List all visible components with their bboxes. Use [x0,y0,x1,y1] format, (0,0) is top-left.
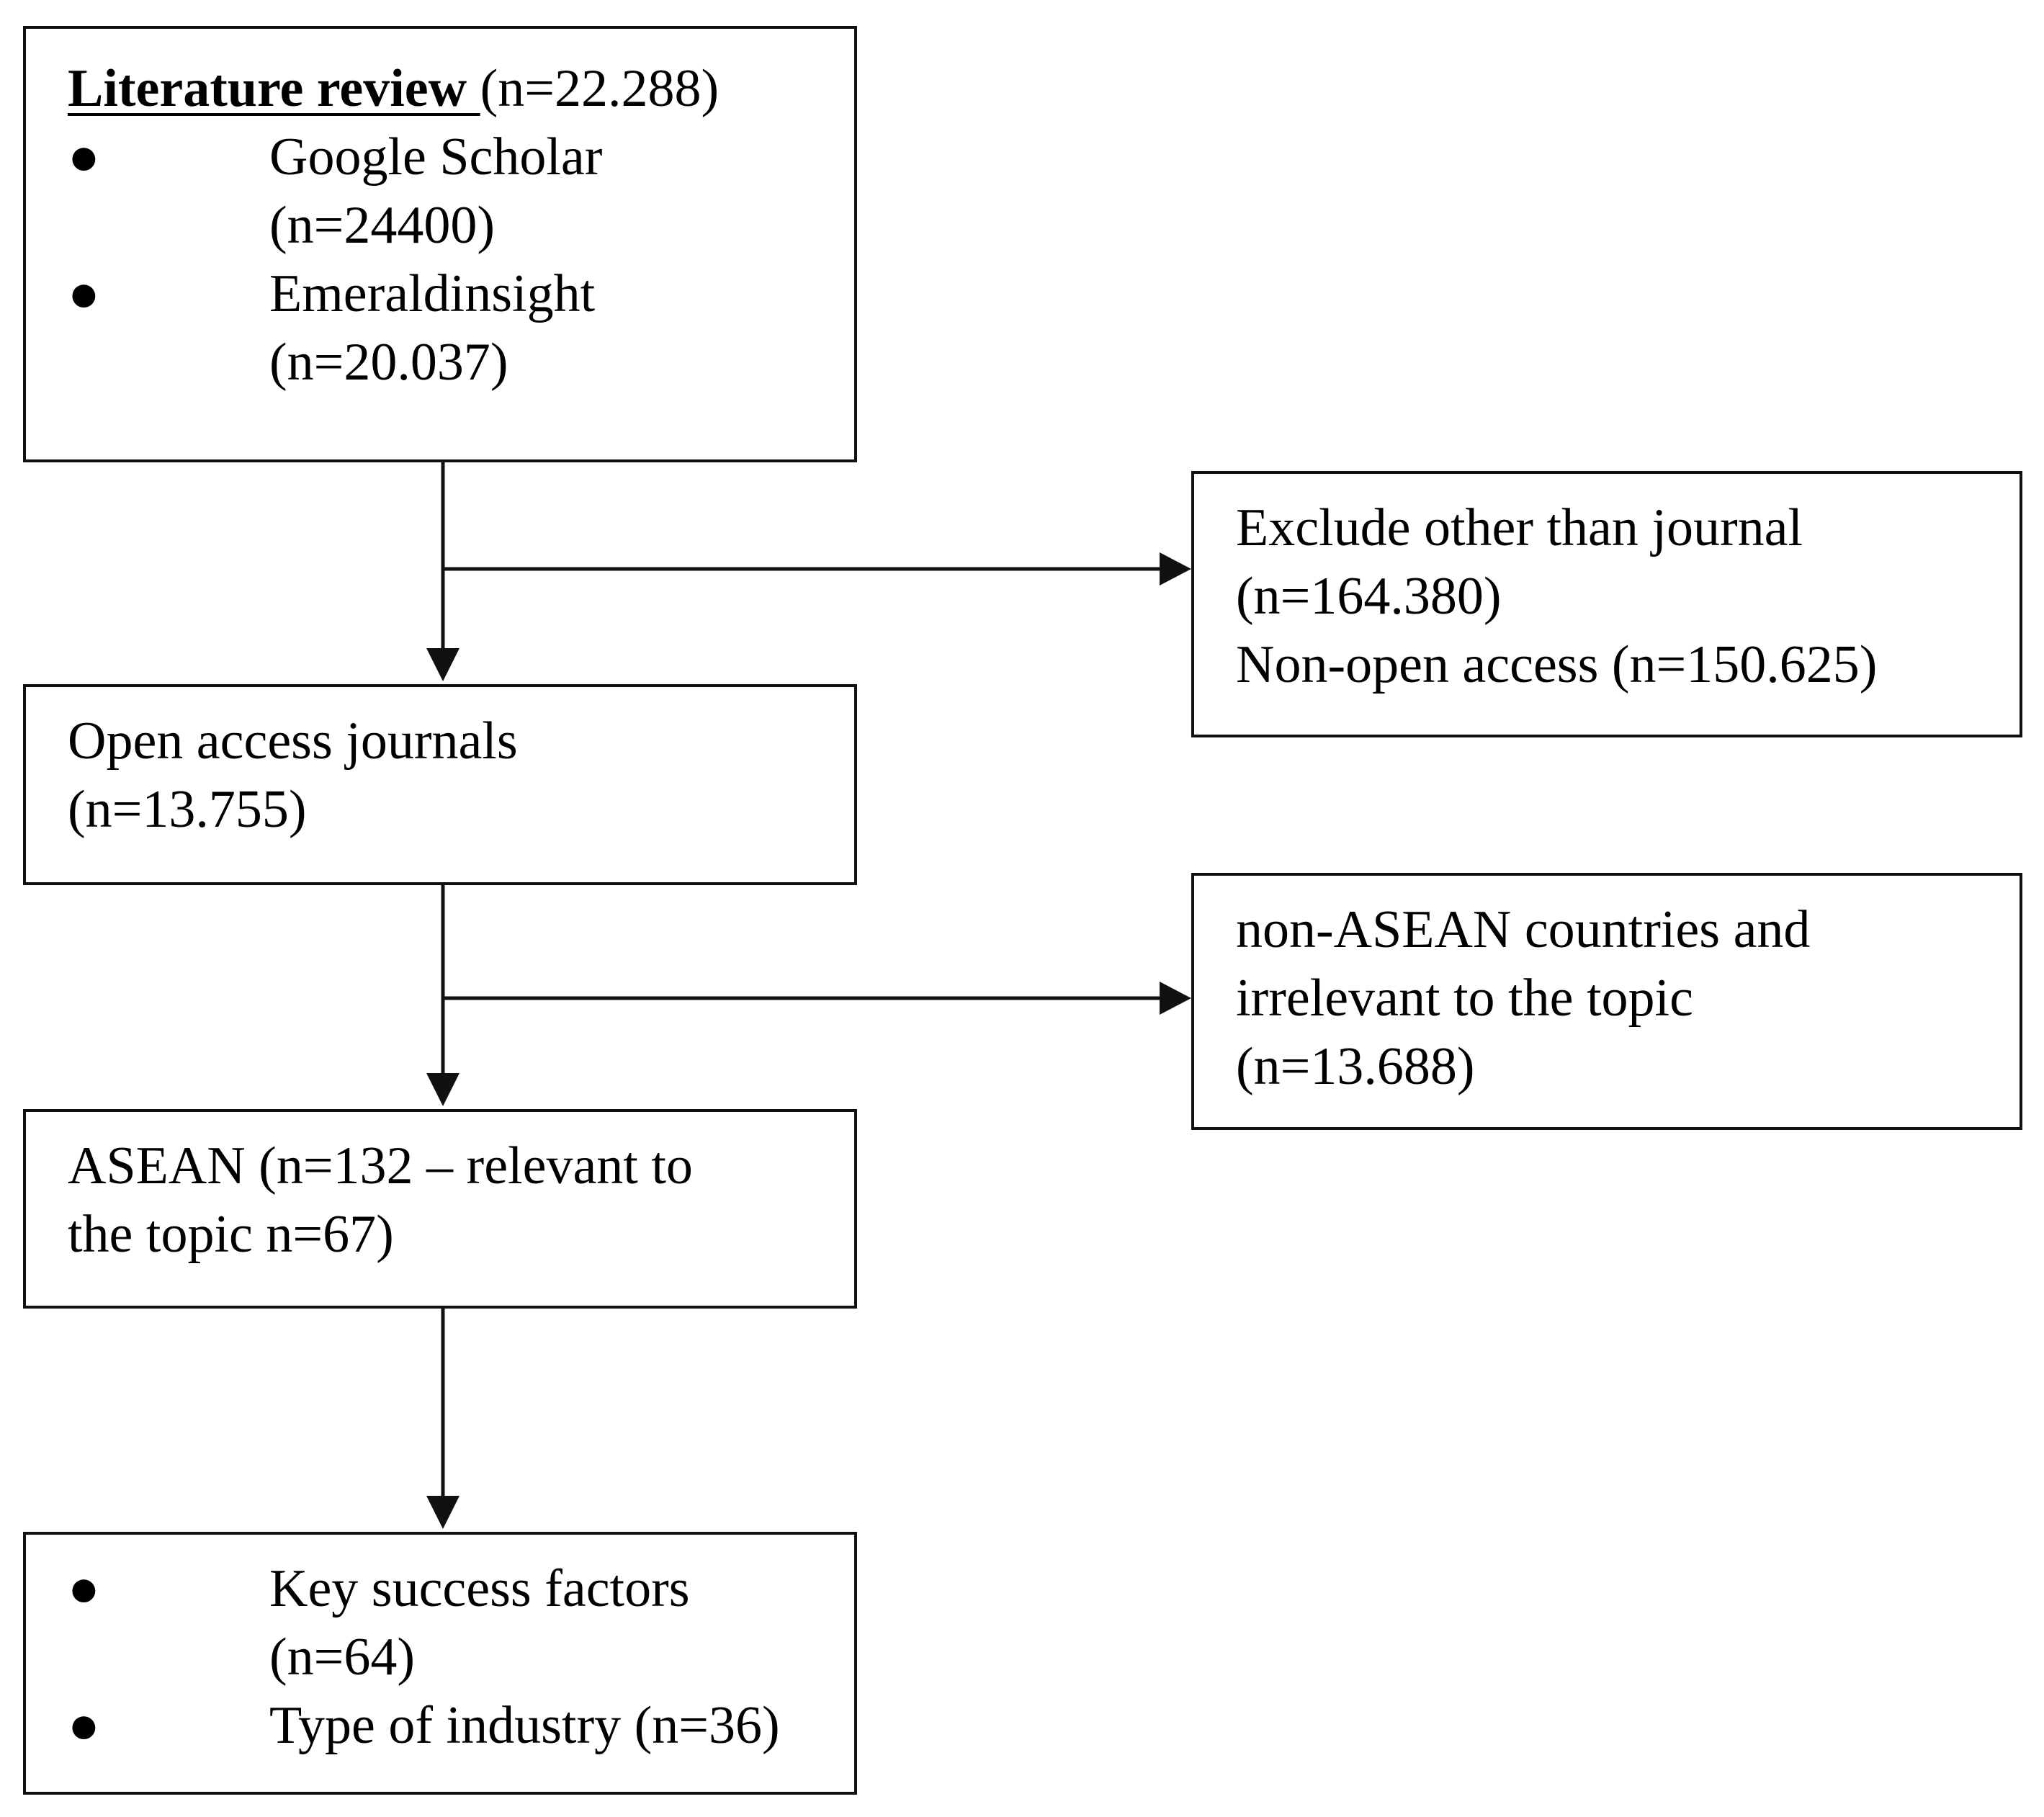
literature-review-title: Literature review [68,59,480,118]
non-open-access-label: Non-open access (n=150.625) [1236,635,1878,694]
bullet-icon: ● [68,264,100,323]
non-asean-box: non-ASEAN countries and irrelevant to th… [1191,873,2022,1130]
asean-label: ASEAN (n=132 – relevant to [68,1136,693,1195]
bullet-icon: ● [68,1696,100,1755]
bullet-icon: ● [68,1559,100,1618]
open-access-label: Open access journals [68,712,518,771]
exclude-count: (n=164.380) [1236,567,1502,626]
exclude-label: Exclude other than journal [1236,498,1803,557]
arrowhead-results [426,1496,460,1529]
open-access-count: (n=13.755) [68,780,307,839]
source-count: (n=24400) [269,196,496,255]
literature-review-heading: Literature review (n=22.288) [68,55,854,123]
results-box: ● Key success factors (n=64) ● Type of i… [23,1532,857,1795]
source-name: Google Scholar [269,127,603,187]
arrowhead-exclude [1160,552,1191,586]
exclude-box: Exclude other than journal (n=164.380) N… [1191,471,2022,737]
results-list: ● Key success factors (n=64) ● Type of i… [68,1555,854,1760]
list-item: ● Type of industry (n=36) [68,1692,854,1760]
asean-topic-count: the topic n=67) [68,1205,394,1264]
literature-review-box: Literature review (n=22.288) ● Google Sc… [23,26,857,462]
result-count: (n=64) [269,1628,416,1687]
result-label: Key success factors [269,1559,690,1618]
source-name: Emeraldinsight [269,264,596,323]
open-access-box: Open access journals (n=13.755) [23,684,857,885]
list-item: ● Key success factors (n=64) [68,1555,854,1692]
result-label: Type of industry (n=36) [269,1696,780,1755]
list-item: ● Google Scholar (n=24400) [68,123,854,260]
asean-box: ASEAN (n=132 – relevant to the topic n=6… [23,1109,857,1309]
non-asean-label: non-ASEAN countries and [1236,900,1811,959]
arrowhead-asean [426,1073,460,1106]
source-count: (n=20.037) [269,333,508,392]
arrowhead-open-access [426,648,460,681]
list-item: ● Emeraldinsight (n=20.037) [68,260,854,397]
literature-review-count: (n=22.288) [480,59,720,118]
bullet-icon: ● [68,127,100,187]
arrowhead-non-asean [1160,982,1191,1015]
non-asean-count: (n=13.688) [1236,1037,1475,1096]
source-list: ● Google Scholar (n=24400) ● Emeraldinsi… [68,123,854,397]
irrelevant-label: irrelevant to the topic [1236,969,1693,1028]
